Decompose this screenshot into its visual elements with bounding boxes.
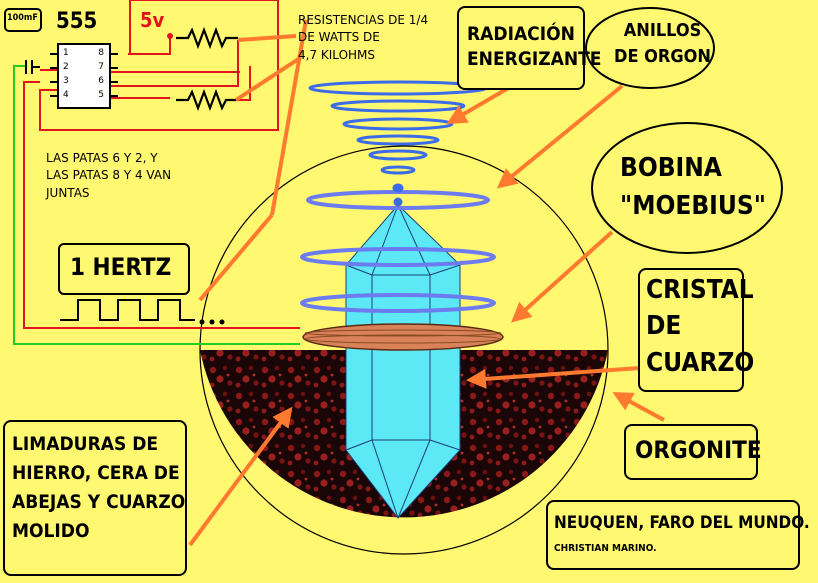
frequency-box: 1 HERTZ [58,243,190,295]
chip-555 [50,43,118,109]
pin-5: 5 [98,90,104,100]
chip-label: 555 [56,9,98,34]
pin-7: 7 [98,62,104,72]
fill-material-box: LIMADURAS DE HIERRO, CERA DE ABEJAS Y CU… [3,420,187,576]
pin-1: 1 [63,48,69,58]
capacitor-label: 100mF [7,13,38,23]
credit-title: NEUQUEN, FARO DEL MUNDO. [554,513,810,533]
radiation-label: RADIACIÓN ENERGIZANTE [467,23,602,70]
pin-8: 8 [98,48,104,58]
radiation-box: RADIACIÓN ENERGIZANTE [457,6,601,90]
moebius-coil [302,323,504,351]
voltage-label: 5v [140,8,165,32]
frequency-label: 1 HERTZ [70,253,172,281]
pin-2: 2 [63,62,69,72]
resistor-top [176,26,238,50]
credit-box: NEUQUEN, FARO DEL MUNDO. CHRISTIAN MARIN… [546,500,810,570]
orgonite-label: ORGONITE [635,436,762,464]
credit-author: CHRISTIAN MARINO. [554,543,657,554]
capacitor-label-box: 100mF [4,8,42,32]
circuit-wires [13,0,300,345]
rings-bubble [585,7,715,89]
square-wave [60,299,225,325]
voltage-node [167,33,173,39]
coil-bubble [591,122,783,254]
pin-note: LAS PATAS 6 Y 2, Y LAS PATAS 8 Y 4 VAN J… [46,151,172,200]
pin-4: 4 [63,90,69,100]
crystal-label: CRISTAL DE CUARZO [646,275,755,378]
pointer-arrows [188,19,665,547]
chip-pin-numbers: 1 2 3 4 8 7 6 5 [61,48,107,108]
resistor-bottom [176,88,236,112]
orgonite-box: ORGONITE [624,424,762,480]
coil-label: BOBINA "MOEBIUS" [620,153,766,221]
fill-material-label: LIMADURAS DE HIERRO, CERA DE ABEJAS Y CU… [12,433,186,542]
pin-6: 6 [98,76,104,86]
resistor-note: RESISTENCIAS DE 1/4 DE WATTS DE 4,7 KILO… [298,13,429,62]
orgonite-sphere-outline [199,145,609,555]
pin-3: 3 [63,76,69,86]
rings-label: ANILLOS DE ORGON [614,20,711,68]
radiation-waves [308,80,488,207]
crystal-box: CRISTAL DE CUARZO [638,268,754,392]
